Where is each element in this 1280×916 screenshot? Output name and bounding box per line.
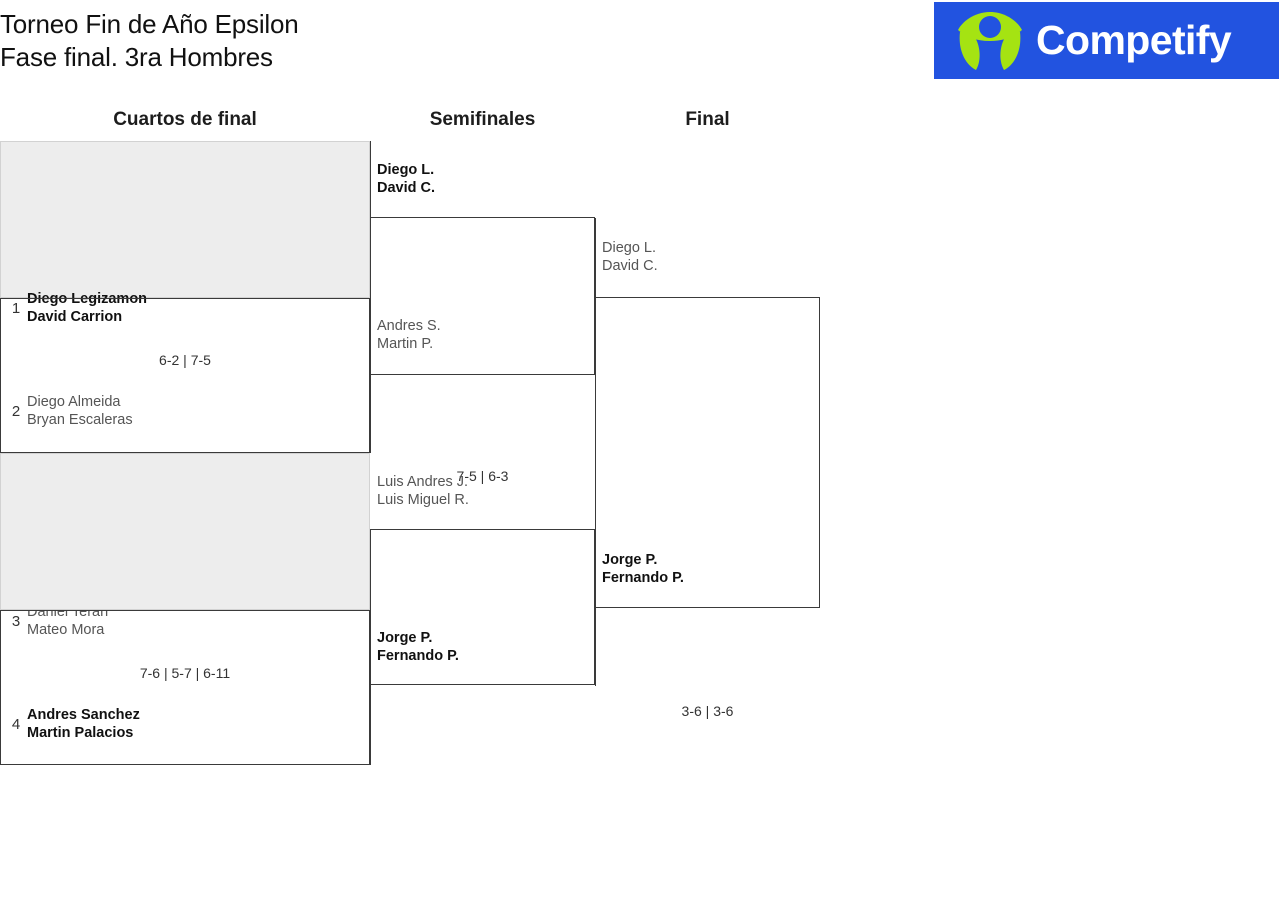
connector-qf4-down: [370, 685, 371, 765]
match-quarterfinal-3[interactable]: 5 Luis Andres JacomeLuis Miguel Rincon 6…: [0, 453, 370, 916]
match-score: 6-2 | 7-5: [159, 352, 211, 368]
competify-person-logo-icon: [958, 11, 1022, 70]
match-semifinal-1[interactable]: 7-5 | 6-3: [370, 217, 595, 484]
seed-number: 4: [11, 716, 21, 733]
connector-sf1-up: [595, 218, 596, 298]
brand-logo: Competify: [934, 2, 1279, 79]
match-score: 3-6 | 3-6: [681, 703, 734, 719]
match-quarterfinal-4[interactable]: 7 Jorge PerezFernando Paz 6-2 | 6-2 8 Ro…: [0, 610, 370, 765]
semifinal-2-team-bottom: Jorge P.Fernando P.: [377, 630, 459, 664]
connector-qf1-up: [370, 141, 371, 218]
seed-number: 3: [11, 613, 21, 630]
semifinal-1-team-top: Diego L.David C.: [377, 162, 436, 196]
connector-sf2-down: [595, 607, 596, 686]
seed-number: 2: [11, 403, 21, 420]
round-header-final: Final: [685, 109, 730, 130]
seed-number: 1: [11, 300, 21, 317]
page-title-line2: Fase final. 3ra Hombres: [0, 42, 273, 72]
match-score: 7-5 | 6-3: [456, 468, 509, 484]
page-title-line1: Torneo Fin de Año Epsilon: [0, 9, 299, 39]
match-final[interactable]: 3-6 | 3-6: [595, 297, 820, 719]
round-header-quarterfinals: Cuartos de final: [113, 109, 257, 130]
semifinal-2-team-top: Luis Andres J.Luis Miguel R.: [377, 474, 469, 508]
brand-name: Competify: [1036, 17, 1232, 63]
final-team-bottom: Jorge P.Fernando P.: [602, 552, 684, 586]
connector-qf3-up: [370, 375, 371, 453]
page-title: Torneo Fin de Año Epsilon Fase final. 3r…: [0, 8, 299, 74]
match-semifinal-2[interactable]: 6-2 | 3-6 | 4-6: [370, 529, 595, 685]
match-score: 7-6 | 5-7 | 6-11: [139, 665, 231, 681]
semifinal-1-team-bottom: Andres S.Martin P.: [377, 318, 441, 352]
final-team-top: Diego L.David C.: [602, 240, 658, 274]
round-header-semifinals: Semifinales: [429, 109, 536, 130]
